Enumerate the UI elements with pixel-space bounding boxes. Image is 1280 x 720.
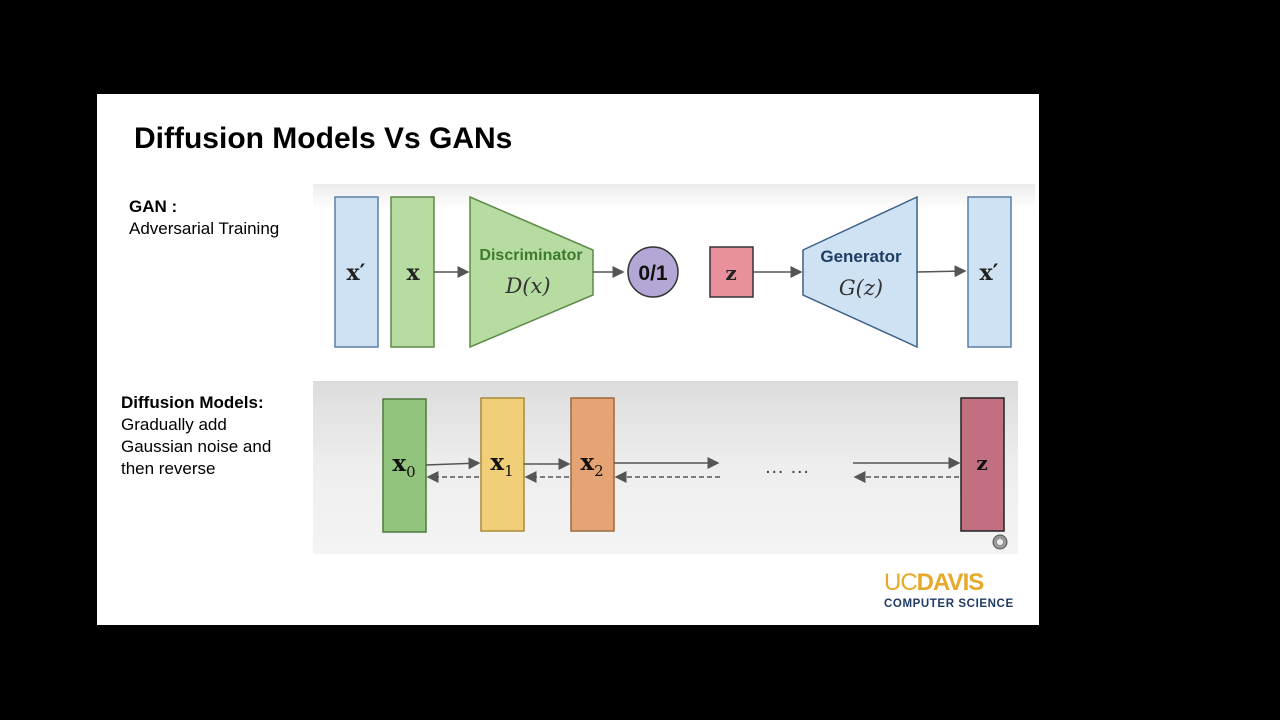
logo-davis: DAVIS [916, 569, 985, 596]
slide: Diffusion Models Vs GANs GAN : Adversari… [97, 94, 1039, 625]
ucdavis-logo: UCDAVIS COMPUTER SCIENCE [884, 569, 1014, 611]
cursor-icon [992, 534, 1008, 550]
gan-diagram: x′ x Discriminator D(x) 0/1 z Generator … [313, 184, 1035, 354]
slide-title: Diffusion Models Vs GANs [134, 122, 513, 155]
arrow-generator-to-x-prime [916, 265, 967, 278]
x-input-label: x [406, 260, 420, 286]
x0-box [382, 398, 427, 533]
gan-label: GAN : Adversarial Training [129, 196, 279, 240]
generator-label: Generator [820, 247, 902, 266]
ellipsis: … … [764, 456, 810, 478]
discriminator-shape [469, 195, 594, 349]
gan-subtitle: Adversarial Training [129, 219, 280, 238]
logo-department: COMPUTER SCIENCE [884, 598, 1014, 610]
diffusion-label: Diffusion Models: Gradually add Gaussian… [121, 392, 301, 480]
generator-shape [802, 195, 918, 349]
z-box [960, 397, 1005, 532]
logo-uc: UC [884, 569, 918, 596]
x2-label: x2 [580, 449, 603, 480]
x1-box [480, 397, 525, 532]
z-label: z [976, 451, 987, 475]
x-input-box [390, 196, 435, 348]
diffusion-heading: Diffusion Models: [121, 393, 264, 412]
output-circle [627, 246, 679, 298]
x-prime-left-box [334, 196, 379, 348]
output-label: 0/1 [638, 262, 668, 285]
discriminator-label: Discriminator [479, 247, 582, 264]
z-input-label: z [725, 261, 736, 285]
x-prime-right-label: x′ [980, 260, 999, 286]
x1-label: x1 [490, 449, 513, 480]
generator-fn: G(z) [839, 276, 883, 300]
x0-label: x0 [392, 450, 415, 481]
arrow-x0-to-x1 [425, 457, 481, 470]
x-prime-right-box [967, 196, 1012, 348]
diffusion-text: Gradually add Gaussian noise and then re… [121, 415, 272, 478]
z-input-box [709, 246, 754, 298]
x2-box [570, 397, 615, 532]
discriminator-fn: D(x) [504, 274, 550, 298]
gan-heading: GAN : [129, 197, 178, 216]
diffusion-diagram: x0 x1 x2 … … z [313, 381, 1018, 554]
x-prime-left-label: x′ [347, 260, 366, 286]
